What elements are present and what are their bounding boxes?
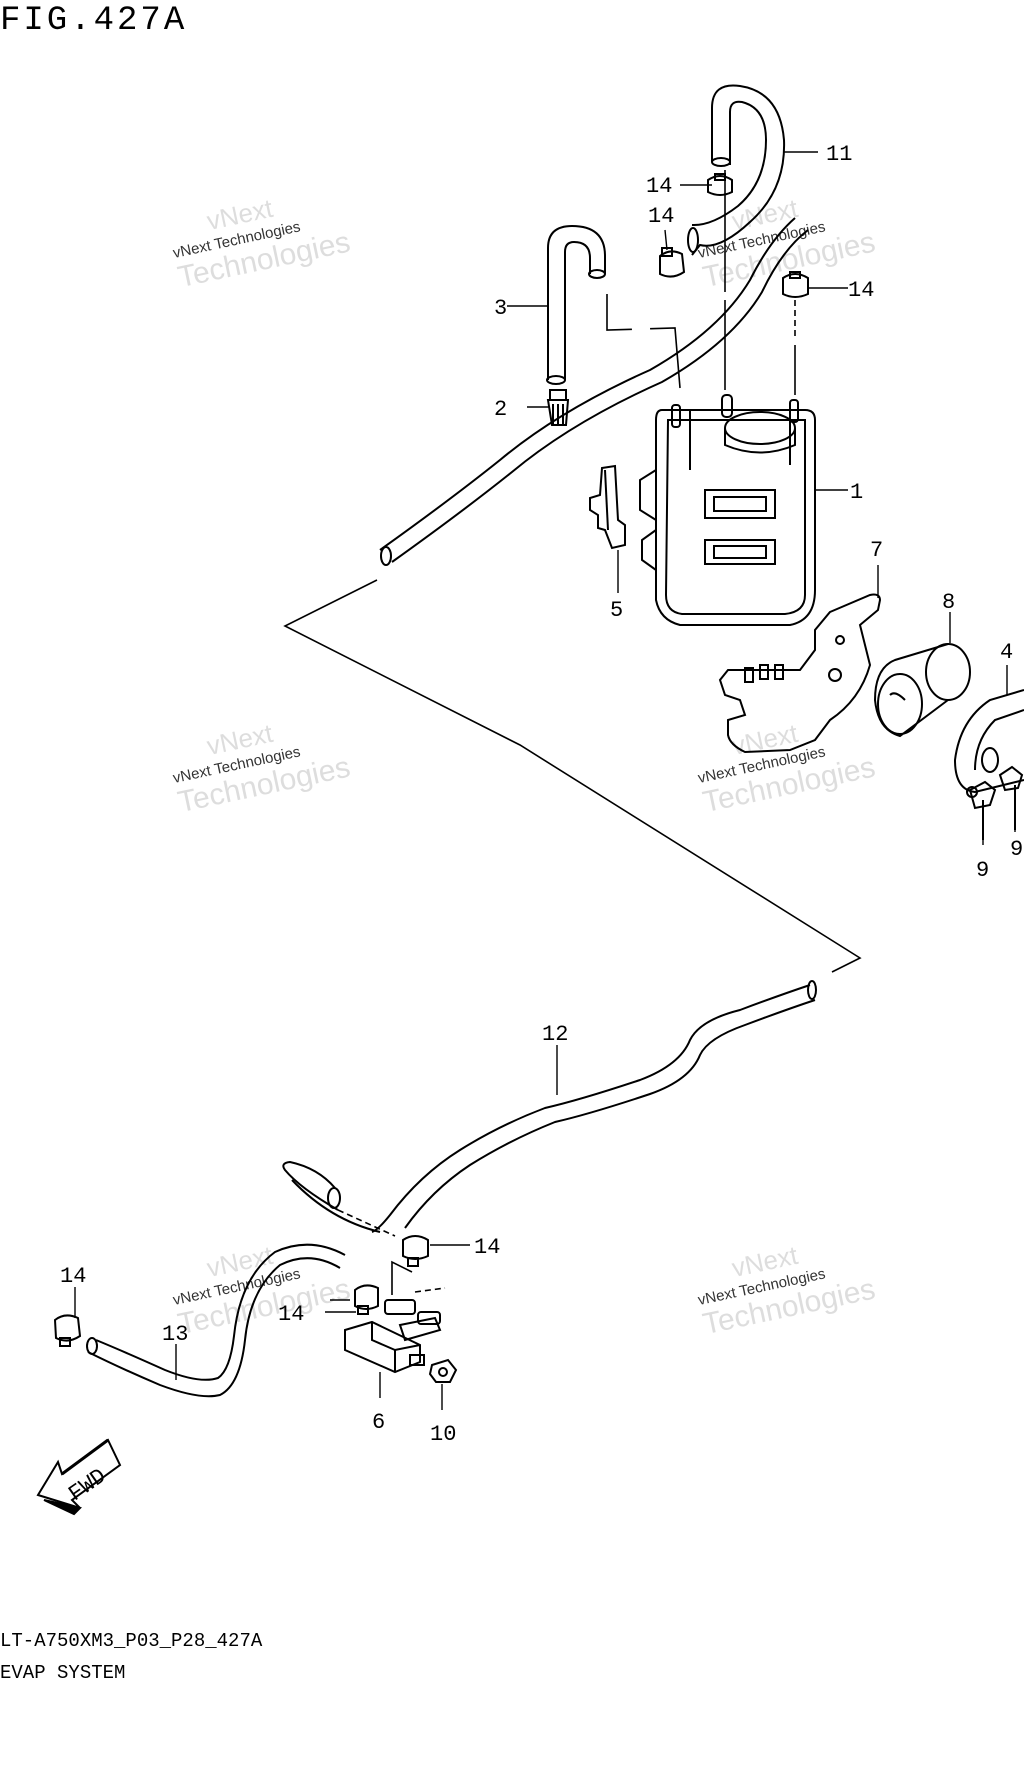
hose-11	[687, 84, 786, 256]
clamp-14	[354, 1284, 379, 1315]
callout-14: 14	[648, 204, 674, 229]
bracket-4	[953, 689, 1024, 798]
callout-14: 14	[848, 278, 874, 303]
callout-10: 10	[430, 1422, 456, 1447]
callout-9: 9	[976, 858, 989, 883]
callout-14: 14	[60, 1264, 86, 1289]
figure-title: FIG.427A	[0, 2, 188, 40]
clamp-14	[402, 1235, 429, 1267]
callout-5: 5	[610, 598, 623, 623]
callout-13: 13	[162, 1322, 188, 1347]
hose-long-upper	[379, 217, 809, 566]
leader-lines	[74, 151, 1016, 1410]
callout-14: 14	[278, 1302, 304, 1327]
diagram-name: EVAP SYSTEM	[0, 1662, 126, 1684]
grommet-8	[873, 643, 971, 738]
callout-4: 4	[1000, 640, 1013, 665]
nut-10	[428, 1358, 458, 1383]
callout-9: 9	[1010, 837, 1023, 862]
callout-8: 8	[942, 590, 955, 615]
bolt-9	[998, 765, 1024, 830]
callout-6: 6	[372, 1410, 385, 1435]
hose-12	[282, 980, 817, 1233]
callout-11: 11	[826, 142, 852, 167]
diagram-code: LT-A750XM3_P03_P28_427A	[0, 1630, 263, 1652]
hose-3	[546, 224, 606, 385]
clamp-14	[659, 247, 686, 278]
bracket-7	[718, 593, 882, 754]
valve-6	[344, 1299, 442, 1374]
callout-7: 7	[870, 538, 883, 563]
hose-13	[86, 1243, 346, 1398]
callout-12: 12	[542, 1022, 568, 1047]
callout-2: 2	[494, 397, 507, 422]
callout-3: 3	[494, 296, 507, 321]
callout-14: 14	[474, 1235, 500, 1260]
callout-1: 1	[850, 480, 863, 505]
fitting-2	[546, 389, 570, 426]
clamp-14	[782, 271, 809, 298]
routing-lines	[283, 170, 862, 1301]
bracket-5	[589, 464, 626, 550]
fwd-arrow-icon	[36, 1438, 122, 1516]
callout-14: 14	[646, 174, 672, 199]
canister-1	[639, 394, 816, 626]
clamp-14	[53, 1314, 82, 1347]
